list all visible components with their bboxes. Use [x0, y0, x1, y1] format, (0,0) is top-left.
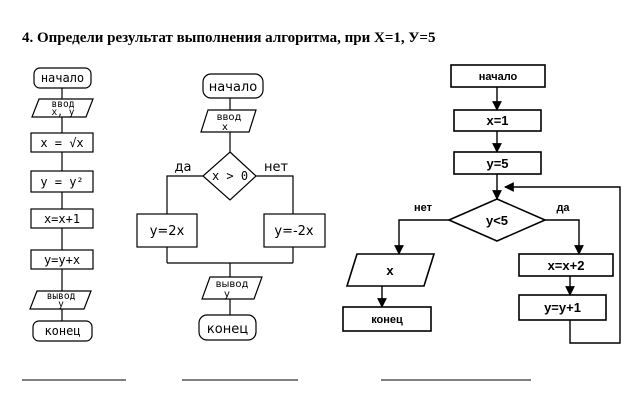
flow2-condition-decision: x > 0: [202, 151, 257, 201]
flow1-step4-block: y=y+x: [30, 249, 94, 270]
flow3-condition-label: y<5: [486, 213, 508, 228]
flowchart-2: начало ввод х x > 0 да нет y=2x y=-2x вы…: [136, 73, 326, 341]
task-title: 4. Определи результат выполнения алгорит…: [22, 30, 436, 46]
flow3-step2-label: y=5: [486, 156, 508, 171]
flow3-start-label: начало: [479, 71, 518, 83]
flow1-step2-block: y = y²: [30, 170, 94, 193]
flow2-start-terminator: начало: [202, 73, 264, 99]
flow3-step2-block: y=5: [453, 151, 542, 175]
flow3-loop2-label: y=y+1: [544, 300, 581, 315]
flow2-condition-label: x > 0: [212, 169, 248, 183]
flow2-output-line2: у: [224, 289, 230, 300]
flow1-step1-label: x = √x: [40, 136, 83, 150]
flow3-start-block: начало: [450, 64, 546, 88]
flow1-input-line2: х, у: [52, 107, 75, 118]
flow3-output-label: x: [386, 263, 394, 278]
flow2-input-line1: ввод: [217, 112, 242, 123]
flow3-loop2-block: y=y+1: [518, 294, 607, 321]
flow2-yes-action-block: y=2x: [136, 213, 198, 248]
flow2-end-label: конец: [207, 322, 248, 337]
flow1-end-terminator: конец: [32, 320, 93, 342]
flow3-output-block: x: [345, 253, 436, 287]
flow3-step1-block: x=1: [453, 109, 542, 132]
flow1-step1-block: x = √x: [30, 132, 94, 153]
flow2-no-label: нет: [264, 160, 288, 175]
flow2-end-terminator: конец: [198, 314, 257, 341]
flow1-step2-label: y = y²: [40, 175, 83, 189]
flow3-end-block: конец: [342, 306, 432, 332]
flowchart-1: начало ввод х, у x = √x y = y² x=x+1 y=y…: [29, 67, 94, 342]
flow3-yes-label: да: [556, 202, 570, 214]
flow1-output-block: вывод у: [29, 290, 92, 310]
flow2-output-line1: вывод: [216, 279, 249, 290]
flow3-no-label: нет: [414, 202, 433, 214]
flow1-step3-label: x=x+1: [44, 212, 80, 226]
flow1-step3-block: x=x+1: [30, 208, 94, 229]
flow3-condition-decision: y<5: [447, 198, 547, 242]
flow2-no-action-block: y=-2x: [263, 213, 326, 248]
flow2-yes-action-label: y=2x: [150, 224, 185, 239]
flow3-loop1-block: x=x+2: [518, 253, 614, 277]
flow1-output-line2: у: [58, 299, 64, 310]
flow3-step1-label: x=1: [486, 113, 508, 128]
flow3-loop1-label: x=x+2: [548, 258, 585, 273]
flow3-end-label: конец: [371, 314, 403, 326]
flow2-no-action-label: y=-2x: [274, 224, 314, 239]
flow2-yes-label: да: [175, 160, 192, 175]
flow2-input-line2: х: [222, 122, 228, 133]
flow1-input-line1: ввод: [52, 99, 75, 110]
flow1-start-terminator: начало: [33, 67, 92, 89]
flow2-start-label: начало: [209, 80, 257, 95]
flow1-end-label: конец: [44, 324, 80, 338]
flow1-start-label: начало: [41, 71, 84, 85]
flow1-step4-label: y=y+x: [44, 253, 80, 267]
flow1-input-block: ввод х, у: [31, 98, 94, 118]
flow1-output-line1: вывод: [47, 291, 76, 302]
flow2-input-block: ввод х: [200, 109, 257, 133]
flowchart-3: начало x=1 y=5 y<5 нет да x конец x=x+2: [342, 64, 621, 344]
flow2-output-block: вывод у: [201, 276, 263, 300]
